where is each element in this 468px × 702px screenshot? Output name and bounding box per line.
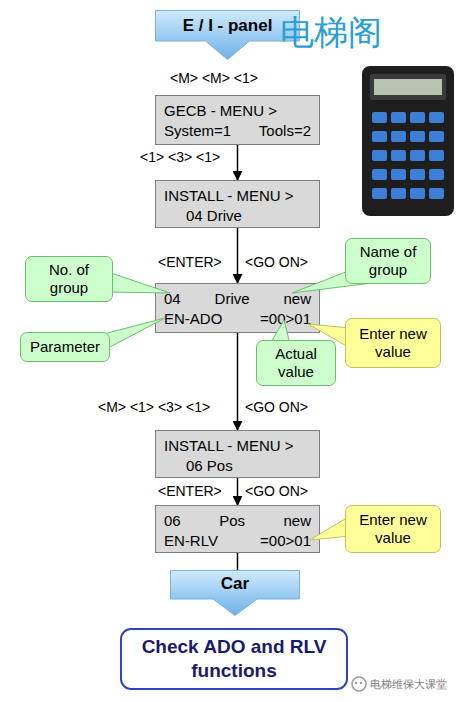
menu-box: INSTALL - MENU >06 Pos: [155, 430, 320, 478]
parameter-box: 04 Drive newEN-ADO =00>01: [155, 283, 320, 333]
watermark: 电梯阁: [280, 10, 382, 56]
text-wrap: Check ADO and RLV functions: [136, 635, 332, 683]
node-text: Actual value: [261, 345, 331, 381]
key-name: <GO ON>: [245, 254, 308, 270]
menu-box: GECB - MENU >System=1 Tools=2: [155, 95, 320, 145]
display-line: INSTALL - MENU >: [164, 436, 311, 456]
flow-arrow: [237, 553, 239, 570]
start-tab: E / I - panel: [155, 10, 300, 60]
node-text: Enter new value: [350, 511, 436, 547]
key-sequence: <M> <M> <1>: [170, 70, 258, 86]
display-line: 06 Pos: [164, 456, 311, 476]
display-line: GECB - MENU >: [164, 101, 311, 121]
key-sequence: <M> <1> <3> <1>: [98, 399, 210, 415]
terminal-display: [374, 79, 442, 95]
display-line: EN-RLV =00>01: [164, 531, 311, 551]
text-wrap: Name of group: [350, 243, 426, 279]
callout-box: No. of group: [25, 256, 113, 302]
tab-text: E / I - panel: [155, 14, 300, 38]
display-line: 04 Drive: [164, 206, 311, 226]
watermark-icon: [352, 677, 366, 691]
display-line: System=1 Tools=2: [164, 121, 311, 141]
handheld-terminal: [362, 66, 454, 216]
target-tab: Car: [170, 570, 300, 616]
text-wrap: Parameter: [30, 338, 100, 356]
callout-box: Actual value: [256, 340, 336, 386]
node-text: Name of group: [350, 243, 426, 279]
flow-arrow: [237, 333, 239, 430]
flow-arrow: [237, 478, 239, 505]
terminal-body: [362, 66, 454, 216]
flow-arrow: [237, 145, 239, 180]
check-box: Check ADO and RLV functions: [120, 628, 348, 690]
display-line: 06 Pos new: [164, 511, 311, 531]
callout-box: Name of group: [345, 238, 431, 284]
node-text: No. of group: [30, 261, 108, 297]
terminal-keys: [372, 112, 444, 199]
tab-outline: [171, 571, 300, 616]
tab-text: Car: [170, 572, 300, 596]
terminal-bezel: [370, 74, 446, 100]
tab-outline: [156, 11, 300, 60]
display-line: EN-ADO =00>01: [164, 309, 311, 329]
key-sequence: <1> <3> <1>: [140, 149, 220, 165]
node-text: Check ADO and RLV functions: [136, 635, 332, 683]
text-wrap: No. of group: [30, 261, 108, 297]
key-name: <ENTER>: [158, 254, 222, 270]
menu-box: INSTALL - MENU >04 Drive: [155, 180, 320, 228]
text-wrap: Enter new value: [350, 511, 436, 547]
text-wrap: Enter new value: [350, 325, 436, 361]
node-text: Parameter: [30, 338, 100, 356]
watermark: 电梯维保大课堂: [370, 677, 447, 692]
display-line: 04 Drive new: [164, 289, 311, 309]
callout-box: Enter new value: [345, 318, 441, 368]
parameter-box: 06 Pos newEN-RLV =00>01: [155, 505, 320, 553]
text-wrap: Actual value: [261, 345, 331, 381]
flow-arrow: [237, 228, 239, 283]
display-line: INSTALL - MENU >: [164, 186, 311, 206]
node-text: Enter new value: [350, 325, 436, 361]
key-name: <GO ON>: [245, 483, 308, 499]
key-name: <GO ON>: [245, 399, 308, 415]
key-name: <ENTER>: [158, 483, 222, 499]
callout-box: Enter new value: [345, 505, 441, 553]
callout-box: Parameter: [20, 332, 110, 362]
